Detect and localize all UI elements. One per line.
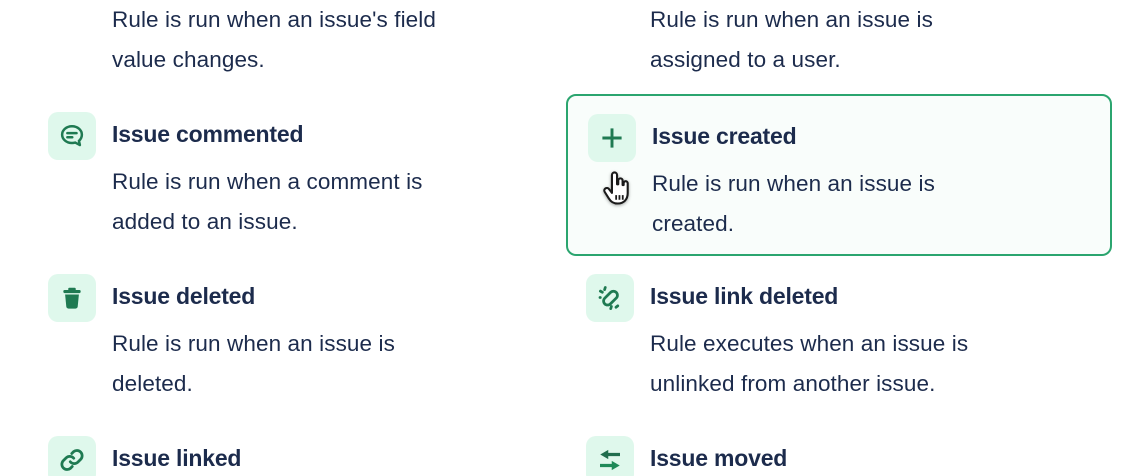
trigger-title: Issue link deleted — [650, 283, 839, 309]
transfer-arrows-icon — [600, 449, 620, 471]
trigger-description: Rule executes when an issue is unlinked … — [650, 331, 969, 396]
trigger-card-issue-assigned[interactable]: Rule is run when an issue is assigned to… — [586, 0, 1106, 72]
trigger-description: Rule is run when an issue is created. — [652, 171, 935, 236]
comment-icon — [60, 125, 84, 147]
trash-icon — [63, 287, 81, 309]
icon-tile — [588, 114, 636, 162]
trigger-title: Issue created — [652, 123, 797, 149]
trigger-card-field-value-changed[interactable]: Rule is run when an issue's field value … — [48, 0, 568, 72]
trigger-description: Rule is run when a comment is added to a… — [112, 169, 423, 234]
icon-tile — [48, 436, 96, 476]
trigger-title: Issue linked — [112, 445, 242, 471]
trigger-title: Issue commented — [112, 121, 304, 147]
trigger-card-issue-link-deleted[interactable]: Issue link deleted Rule executes when an… — [586, 274, 1106, 406]
icon-tile — [48, 274, 96, 322]
trigger-card-issue-linked[interactable]: Issue linked — [48, 436, 568, 476]
trigger-description: Rule is run when an issue is assigned to… — [650, 7, 933, 72]
trigger-card-issue-commented[interactable]: Issue commented Rule is run when a comme… — [48, 112, 568, 244]
icon-tile — [586, 274, 634, 322]
trigger-card-issue-created[interactable]: Issue created Rule is run when an issue … — [566, 94, 1112, 256]
trigger-card-issue-moved[interactable]: Issue moved — [586, 436, 1106, 476]
trigger-card-issue-deleted[interactable]: Issue deleted Rule is run when an issue … — [48, 274, 568, 406]
icon-tile — [586, 436, 634, 476]
link-icon — [60, 449, 84, 471]
broken-link-icon — [598, 286, 620, 310]
trigger-description: Rule is run when an issue is deleted. — [112, 331, 395, 396]
icon-tile — [48, 112, 96, 160]
trigger-title: Issue deleted — [112, 283, 256, 309]
trigger-title: Issue moved — [650, 445, 788, 471]
plus-icon — [602, 128, 622, 148]
trigger-description: Rule is run when an issue's field value … — [112, 7, 437, 72]
